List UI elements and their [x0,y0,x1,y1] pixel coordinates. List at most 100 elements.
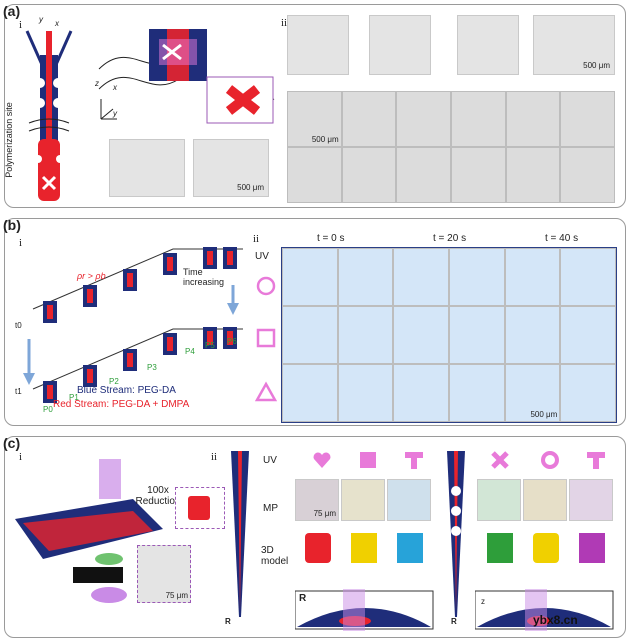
model-photo-4: 500 μm [533,15,615,75]
p3-label: P3 [147,363,157,372]
panel-b: (b) i ii ρr > ρb Time increasing t0 t1 P… [3,217,626,426]
mp-photo-5 [523,479,567,521]
mp-photo-3 [387,479,431,521]
axis-y-label: y [39,15,43,24]
reduced-shape-box [175,487,225,529]
panel-a-label: (a) [3,3,21,19]
model-2 [351,533,377,563]
t1-label: t1 [15,387,22,396]
micrograph-small: 75 μm [137,545,191,603]
blue-stream-label: Blue Stream: PEG-DA [77,385,176,396]
flow-3d-sketch [98,29,275,124]
mp-photo-4 [477,479,521,521]
time-channel-sketch [23,247,243,403]
particle-grid: 500 μm [287,91,615,203]
grid-cell: 500 μm [504,364,561,422]
t-shape-icon [405,452,423,469]
r-label-2: R [299,593,307,604]
mp-photo-1: 75 μm [295,479,339,521]
grid-cell [449,306,505,364]
time-header-20: t = 20 s [433,233,467,244]
cross-section-left [295,589,434,631]
model-5 [533,533,559,563]
grid-cell [505,91,561,147]
heart-icon [313,452,331,468]
time-header-0: t = 0 s [317,233,345,244]
grid-cell [337,248,394,306]
axis-x-label: x [55,19,59,28]
panel-b-sub-i: i [19,237,23,249]
mp-label-c1: MP [263,503,278,514]
polymerization-label: Polymerization site [3,102,14,178]
scale-bar-a1: 500 μm [237,183,264,192]
z-label: z [481,597,485,606]
scale-bar-a2: 500 μm [583,61,610,70]
r-label-3: R [451,617,457,626]
mp-photo-6 [569,479,613,521]
model-photo-2 [369,15,431,75]
p2-label: P2 [109,377,119,386]
p1-label: P1 [69,393,79,402]
model-label-c1: 3D model [261,545,289,567]
grid-cell [282,364,338,422]
axis-y2-label: y [113,109,117,118]
grid-cell [396,91,451,147]
time-increasing-label: Time increasing [183,267,225,287]
grid-cell [504,248,561,306]
grid-cell [449,364,505,422]
model-1 [305,533,331,563]
grid-cell [560,248,616,306]
grid-cell [451,91,506,147]
grid-cell [560,147,615,203]
p6-label: P6 [227,337,237,346]
grid-cell [505,147,561,203]
panel-b-label: (b) [3,217,21,233]
panel-a: (a) i ii y x Polymerization site z x y 5… [3,3,626,208]
panel-c-label: (c) [3,435,21,451]
mp-photo-2 [341,479,385,521]
nozzle-left [231,451,249,617]
grid-cell [393,248,449,306]
panel-c-sub-ii: ii [211,451,218,463]
grid-cell [451,147,506,203]
scale-bar-a3: 500 μm [311,135,339,144]
grid-cell [560,91,615,147]
micrograph-cross [109,139,185,197]
nozzle-right [447,451,465,617]
grid-cell [282,306,338,364]
channel-diagram [25,30,73,201]
grid-cell [393,306,449,364]
micrograph-side: 500 μm [193,139,269,197]
scale-bar-c1: 75 μm [165,591,188,600]
uv-label-c1: UV [263,455,277,466]
cross-icon [491,451,509,469]
t-shape-icon [587,452,605,469]
grid-cell [282,248,338,306]
red-stream-label: Red Stream: PEG-DA + DMPA [53,399,190,410]
square-icon [256,328,276,348]
ring-icon [541,451,559,469]
grid-cell [287,147,342,203]
square-icon [360,452,376,468]
rho-label: ρr > ρb [77,271,106,281]
axis-z2-label: z [95,79,99,88]
model-3 [397,533,423,563]
scale-bar-b: 500 μm [530,410,558,419]
p0-label: P0 [43,405,53,414]
grid-cell [341,91,397,147]
panel-b-sub-ii: ii [253,233,260,245]
triangle-icon [255,381,277,402]
grid-cell [337,364,394,422]
red-shape [188,496,210,520]
p4-label: P4 [185,347,195,356]
reduction-sketch [15,459,163,603]
model-photo-3 [457,15,519,75]
scale-bar-c2: 75 μm [313,509,336,518]
model-6 [579,533,605,563]
grid-cell [449,248,505,306]
panel-a-sub-i: i [19,19,23,31]
r-label-1: R [225,617,231,626]
cross-section-right [475,589,614,631]
grid-cell [504,306,561,364]
grid-cell [560,306,616,364]
